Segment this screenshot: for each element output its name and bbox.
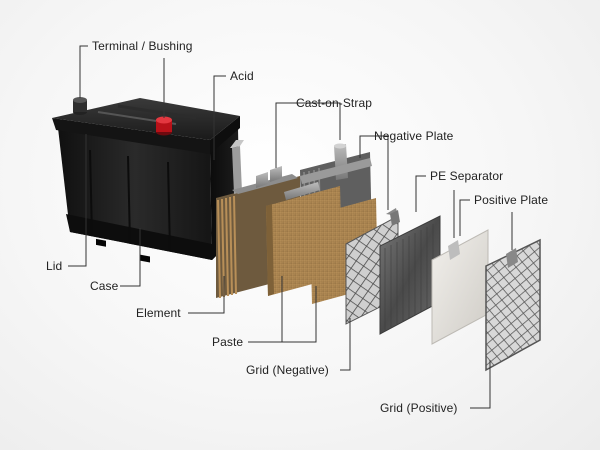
leader-lines [68, 45, 513, 409]
leader-element [188, 276, 225, 314]
label-grid-negative: Grid (Negative) [246, 363, 329, 377]
label-element: Element [136, 306, 181, 320]
pe-separator [431, 229, 489, 345]
terminal-positive [156, 116, 172, 136]
leader-acid [213, 75, 226, 160]
grid-positive-plate [485, 238, 541, 372]
label-negative-plate: Negative Plate [374, 129, 454, 143]
leader-cast-on-strap-b [292, 102, 341, 140]
label-case: Case [90, 279, 119, 293]
leader-negative-plate-b [370, 135, 389, 210]
leader-paste-b [282, 286, 317, 343]
leader-case [120, 228, 141, 287]
leader-lid [68, 134, 87, 267]
leader-terminal-a [79, 45, 88, 98]
label-terminal-bushing: Terminal / Bushing [92, 39, 193, 53]
label-cast-on-strap: Cast-on-Strap [296, 96, 372, 110]
label-paste: Paste [212, 335, 244, 349]
label-acid: Acid [230, 69, 254, 83]
leader-cast-on-strap-a [275, 102, 292, 168]
leader-grid-negative [340, 318, 351, 371]
leader-positive-plate-a [459, 199, 470, 236]
battery-lid [52, 98, 240, 154]
label-grid-positive: Grid (Positive) [380, 401, 458, 415]
leader-pe-separator-a [415, 175, 426, 212]
leader-negative-plate-a [359, 135, 370, 158]
leader-grid-positive [470, 360, 491, 409]
label-lid: Lid [46, 259, 63, 273]
terminal-negative [73, 97, 87, 115]
label-positive-plate: Positive Plate [474, 193, 549, 207]
label-pe-separator: PE Separator [430, 169, 504, 183]
